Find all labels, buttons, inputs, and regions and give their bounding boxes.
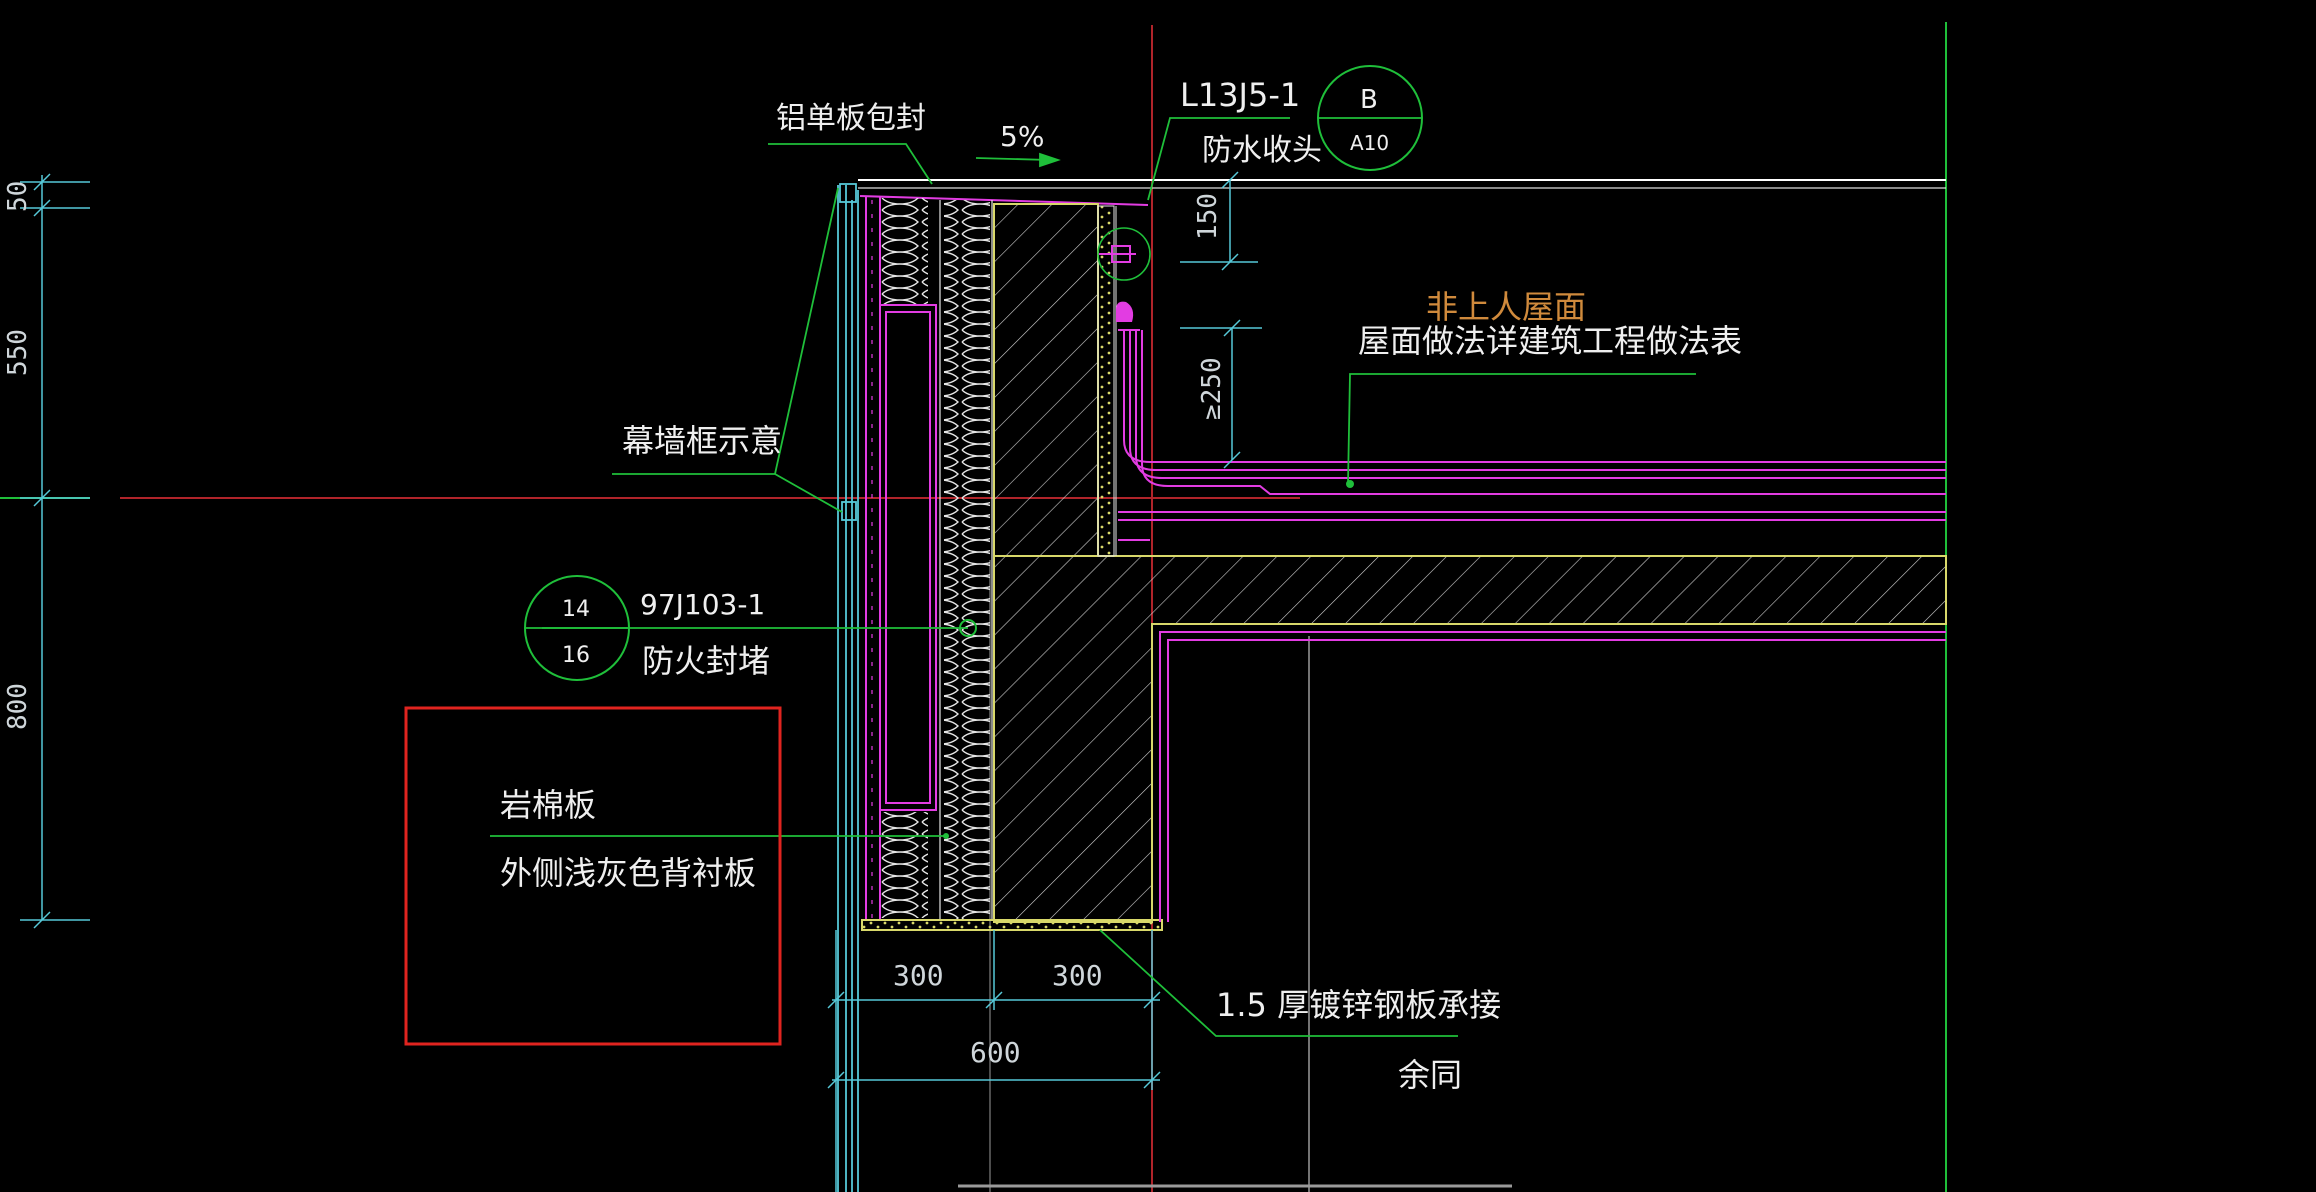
dim-left-800: 800 <box>3 683 33 730</box>
fire-detail-top: 14 <box>562 597 590 622</box>
slope-arrow <box>975 152 1061 168</box>
highlight-box <box>404 706 782 1046</box>
label-slope: 5% <box>1000 120 1044 153</box>
bottom-dimension-chain <box>827 930 1161 1192</box>
label-fire-ref-code: 97J103-1 <box>640 588 765 621</box>
dim-150: 150 <box>1193 193 1223 240</box>
ceiling-lines <box>1159 631 1946 922</box>
curtain-wall-mullions <box>837 183 859 1192</box>
dim-300-left: 300 <box>893 959 944 992</box>
dim-300-right: 300 <box>1052 959 1103 992</box>
label-ref-code-top: L13J5-1 <box>1180 76 1300 114</box>
label-backing-board: 外侧浅灰色背衬板 <box>500 854 756 892</box>
detail-b-bottom: A10 <box>1350 131 1389 155</box>
label-roof-type: 非上人屋面 <box>1426 288 1586 326</box>
dim-250: ≥250 <box>1197 357 1227 420</box>
dim-left-50: 50 <box>3 181 33 212</box>
label-curtain-wall-frame: 幕墙框示意 <box>622 422 782 460</box>
leader-dots <box>943 480 1354 839</box>
label-rock-wool: 岩棉板 <box>500 786 596 824</box>
dim-left-550: 550 <box>3 329 33 376</box>
label-steel-plate: 1.5 厚镀锌钢板承接 <box>1216 986 1501 1024</box>
label-aluminum-cap: 铝单板包封 <box>776 101 926 136</box>
roof-waterproof-layers <box>1118 330 1946 541</box>
fire-detail-bottom: 16 <box>562 643 590 668</box>
backing-panel <box>865 196 937 920</box>
left-dimension-chain <box>20 173 90 929</box>
dim-600: 600 <box>970 1036 1021 1069</box>
galvanized-steel-plate <box>861 919 1163 931</box>
label-fire-seal: 防火封堵 <box>642 642 770 680</box>
rock-wool-insulation <box>871 198 993 920</box>
waterproof-termination <box>1097 227 1151 331</box>
label-waterproof-end: 防水收头 <box>1202 133 1322 168</box>
detail-callout-b[interactable]: B A10 <box>1317 65 1423 171</box>
label-roof-note: 屋面做法详建筑工程做法表 <box>1358 322 1742 360</box>
right-dimension-marks <box>1180 171 1262 469</box>
roof-top-lines <box>858 179 1946 206</box>
detail-callout-fire[interactable]: 14 16 <box>524 575 630 681</box>
label-rest-same: 余同 <box>1398 1056 1462 1094</box>
detail-b-top: B <box>1360 85 1378 115</box>
